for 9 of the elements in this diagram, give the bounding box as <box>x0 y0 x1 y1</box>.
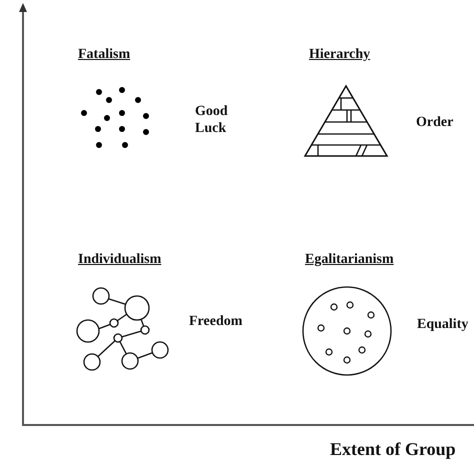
axis-label: Extent of Group <box>330 438 456 460</box>
quadrant-label: Freedom <box>189 313 242 330</box>
quadrant-label: Good Luck <box>195 103 229 137</box>
quadrant-label: Equality <box>417 316 468 333</box>
quadrant-heading: Hierarchy <box>309 46 370 63</box>
quadrant-heading: Fatalism <box>78 46 130 63</box>
quadrant-label: Order <box>416 114 454 131</box>
quadrant-heading: Egalitarianism <box>305 251 394 268</box>
quadrant-heading: Individualism <box>78 251 162 268</box>
